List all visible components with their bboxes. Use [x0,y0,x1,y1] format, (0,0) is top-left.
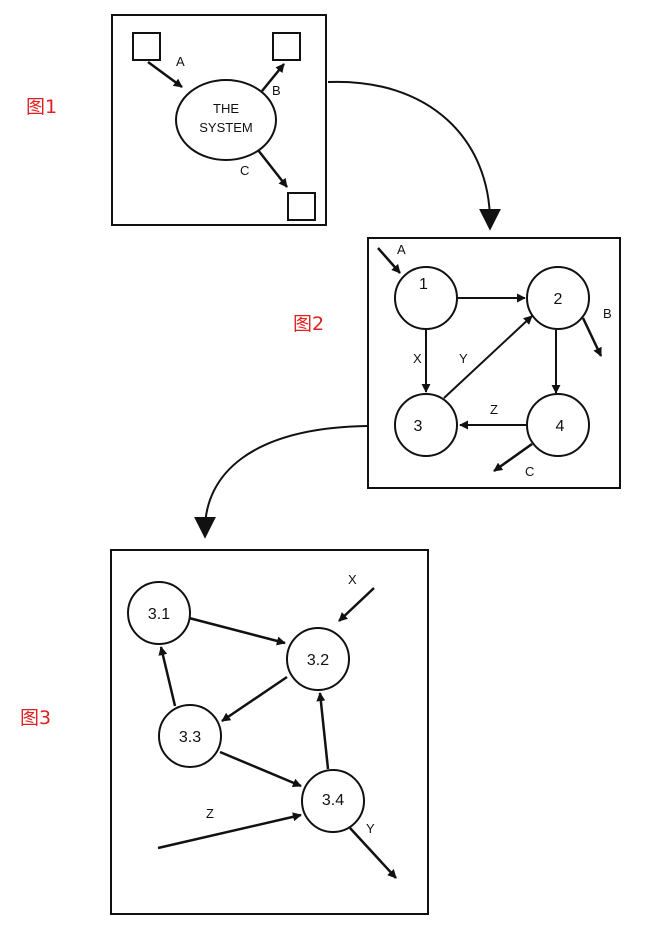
system-process [175,79,277,161]
process-node-3-1 [127,581,191,645]
figure-2: 1 2 3 4 A B C X Y Z [367,237,621,489]
node-4-label: 4 [556,418,565,435]
flow-z-label: Z [490,402,498,417]
expand-connector-2-3 [194,425,368,539]
figure-3-label: 图3 [20,707,52,729]
flow-y-arrow [443,315,533,399]
flow-b-arrow [261,63,285,92]
flow-y-label: Y [366,821,375,836]
sink-box-b [272,32,301,61]
flow-c-arrow [493,442,533,473]
flow-z-label: Z [206,806,214,821]
flow-3-1-3-2-arrow [188,616,286,646]
system-label-line1: THE [213,101,239,116]
sink-box-c [287,192,316,221]
flow-b-label: B [603,306,612,321]
process-node-3-4 [301,769,365,833]
figure-3: 3.1 3.2 3.3 3.4 X Y Z [110,549,429,915]
figure-2-label: 图2 [293,313,325,335]
process-node-2 [526,266,590,330]
process-node-4 [526,393,590,457]
flow-a-arrow [377,247,401,274]
flow-b-label: B [272,83,281,98]
flow-y-label: Y [459,351,468,366]
flow-c-label: C [240,163,249,178]
figure-1-frame [111,14,327,226]
node-3-label: 3 [414,418,423,435]
expand-connector-1-2 [327,80,501,231]
figure-1: THE SYSTEM A B C [111,14,327,226]
flow-z-arrow [157,812,302,850]
flow-3-2-3-3-arrow [221,675,288,723]
figure-3-frame [110,549,429,915]
source-box [132,32,161,61]
node-3-4-label: 3.4 [322,792,344,809]
flow-y-arrow [349,827,397,879]
process-node-3 [394,393,458,457]
node-3-2-label: 3.2 [307,652,329,669]
node-1-label: 1 [419,276,428,293]
flow-a-arrow [147,60,183,89]
flow-x-arrow [338,587,375,622]
flow-x-label: X [413,351,422,366]
figure-2-frame [367,237,621,489]
flow-a-label: A [176,54,185,69]
flow-3-3-3-1-arrow [158,646,177,707]
node-3-3-label: 3.3 [179,729,201,746]
flow-c-arrow [257,149,288,188]
node-3-1-label: 3.1 [148,606,170,623]
process-node-1 [394,266,458,330]
node-2-label: 2 [554,291,563,308]
process-node-3-2 [286,627,350,691]
flow-b-arrow [581,317,603,357]
system-label-line2: SYSTEM [199,120,252,135]
process-node-3-3 [158,704,222,768]
flow-3-3-3-4-arrow [219,750,302,788]
flow-c-label: C [525,464,534,479]
flow-a-label: A [397,242,406,257]
flow-3-4-3-2-arrow [316,692,330,770]
flow-x-label: X [348,572,357,587]
figure-1-label: 图1 [26,96,58,118]
